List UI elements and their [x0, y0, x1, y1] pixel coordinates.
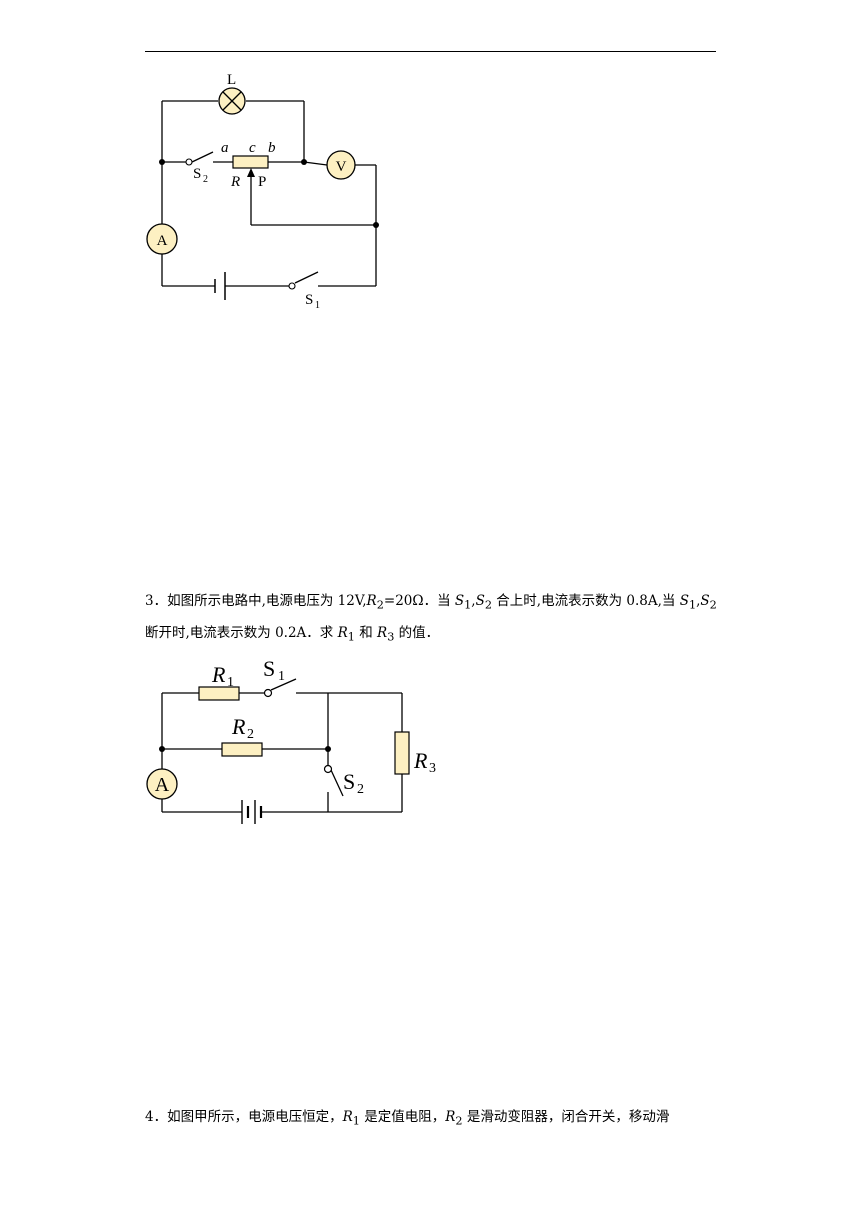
var-r: R — [342, 1109, 353, 1125]
r3-subscript: 3 — [429, 761, 436, 776]
var-s: S — [454, 593, 465, 609]
subscript: 2 — [484, 598, 493, 612]
point-c-label: c — [249, 140, 256, 156]
r1-subscript: 1 — [227, 675, 234, 690]
rheostat-icon — [232, 155, 269, 169]
var-r: R — [377, 625, 388, 641]
voltmeter-icon — [326, 150, 356, 180]
text-run: 是滑动变阻器，闭合开关，移动滑 — [462, 1109, 670, 1125]
text-run: 断开时,电流表示数为 0.2A．求 — [145, 625, 338, 641]
lamp-label: L — [227, 72, 236, 88]
ammeter-label: A — [157, 233, 168, 249]
text-run: , — [696, 593, 701, 609]
junction-dot — [301, 159, 307, 165]
resistor-r2-icon — [221, 742, 263, 757]
r1-label: R — [211, 662, 226, 687]
switch-s2-contact-icon — [323, 764, 333, 774]
question-number: 3． — [145, 593, 168, 609]
battery-icon — [241, 800, 263, 824]
subscript: 1 — [352, 1114, 360, 1128]
rheostat-label: R — [230, 174, 240, 190]
text-run: 是定值电阻， — [359, 1109, 446, 1125]
resistor-r3-icon — [394, 731, 410, 775]
question-3-line-1: 3．如图所示电路中,电源电压为 12V,R2=20Ω．当 S1,S2 合上时,电… — [145, 591, 717, 616]
junction-dot — [373, 222, 379, 228]
subscript: 3 — [387, 630, 395, 644]
switch1-label: S — [305, 292, 313, 308]
text-run: 的值． — [394, 625, 440, 641]
subscript: 1 — [688, 598, 697, 612]
r2-subscript: 2 — [247, 727, 254, 742]
text-run: 如图所示电路中,电源电压为 12V, — [167, 593, 367, 609]
ammeter-label: A — [155, 774, 170, 796]
slider-label: P — [258, 174, 266, 190]
question-4-line-1: 4．如图甲所示，电源电压恒定，R1 是定值电阻，R2 是滑动变阻器，闭合开关，移… — [145, 1107, 669, 1132]
switch2-contact-icon — [185, 158, 193, 166]
subscript: 1 — [464, 598, 472, 612]
point-b-label: b — [268, 140, 276, 156]
switch1-subscript: 1 — [315, 300, 320, 311]
var-r: R — [445, 1109, 456, 1125]
s1-subscript: 1 — [278, 669, 285, 684]
s2-subscript: 2 — [357, 782, 364, 797]
switch1-contact-icon — [288, 282, 296, 290]
var-s: S — [700, 593, 710, 609]
text-run: 合上时,电流表示数为 0.8A,当 — [492, 593, 680, 609]
var-s: S — [475, 593, 485, 609]
switch-s1-contact-icon — [263, 688, 273, 698]
s1-label: S — [263, 656, 275, 681]
var-r: R — [337, 625, 348, 641]
resistor-r1-icon — [198, 686, 240, 701]
junction-dot — [325, 746, 331, 752]
text-run: 和 — [354, 625, 378, 641]
point-a-label: a — [221, 140, 229, 156]
var-r: R — [366, 593, 377, 609]
text-run: , — [471, 593, 476, 609]
text-run: 如图甲所示，电源电压恒定， — [167, 1109, 343, 1125]
subscript: 2 — [455, 1114, 463, 1128]
var-s: S — [679, 593, 689, 609]
subscript: 2 — [376, 598, 384, 612]
r3-label: R — [413, 748, 428, 773]
junction-dot — [159, 159, 165, 165]
question-3-line-2: 断开时,电流表示数为 0.2A．求 R1 和 R3 的值． — [145, 623, 439, 648]
subscript: 1 — [347, 630, 355, 644]
switch2-label: S — [193, 166, 201, 182]
ammeter-icon — [146, 223, 178, 255]
subscript: 2 — [709, 598, 717, 612]
text-run: =20Ω．当 — [383, 593, 455, 609]
switch2-subscript: 2 — [203, 174, 208, 185]
r2-label: R — [231, 714, 246, 739]
ammeter-icon — [146, 768, 178, 800]
voltmeter-label: V — [336, 159, 347, 175]
header-rule — [145, 51, 716, 52]
slider-arrow-icon — [247, 168, 255, 177]
junction-dot — [159, 746, 165, 752]
question-number: 4． — [145, 1109, 168, 1125]
s2-label: S — [343, 769, 355, 794]
